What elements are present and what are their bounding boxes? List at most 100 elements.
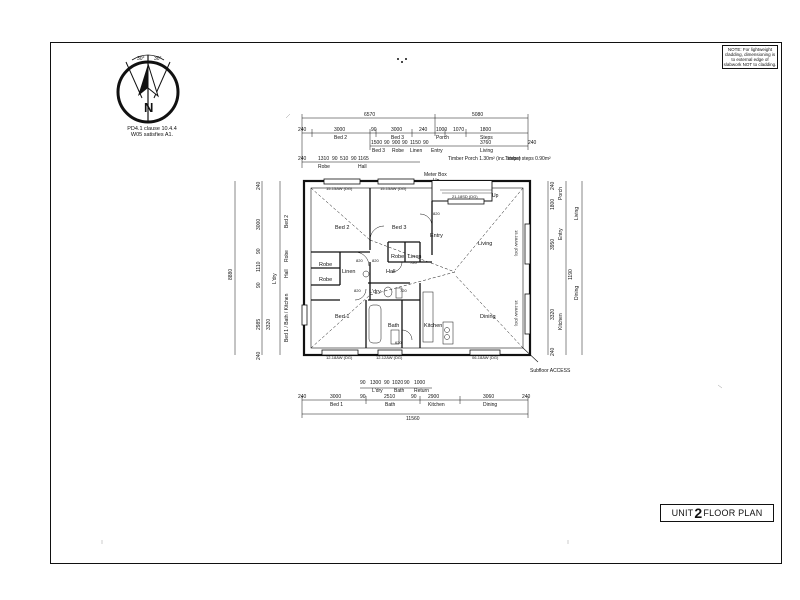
- left-label-laundry: L'dry: [272, 273, 278, 284]
- top3-dim-3: 90: [332, 156, 338, 162]
- bottom-label-bath: Bath: [394, 388, 405, 394]
- top2-label-living: Living: [480, 148, 493, 154]
- room-bed2: Bed 2: [335, 225, 349, 231]
- bottom2-dim-6: 2900: [428, 394, 439, 400]
- window-tag-5: 15-18AW (DG): [514, 300, 519, 327]
- room-bed1: Bed 1: [335, 314, 349, 320]
- door-tag-3: 720: [410, 260, 417, 265]
- top-dim-5: 240: [419, 127, 428, 133]
- interior-walls: [311, 188, 433, 348]
- up-label-2: Up: [492, 193, 499, 199]
- top-label-bed2: Bed 2: [334, 135, 347, 141]
- top2-dim-4: 90: [402, 140, 408, 146]
- left-dim-2: 3000: [256, 219, 262, 230]
- compass-north-letter: N: [144, 100, 153, 115]
- bottom2-label-kitchen: Kitchen: [428, 402, 445, 408]
- bottom2-label-bed1: Bed 1: [330, 402, 343, 408]
- right-dimensions: 240 1800 3950 1190 3320 240 Porch Entry …: [547, 181, 583, 356]
- top-label-porch: Porch: [436, 135, 449, 141]
- right-dim-3: 3950: [550, 239, 556, 250]
- bottom2-label-dining: Dining: [483, 402, 497, 408]
- right-label-kitchen: Kitchen: [558, 313, 564, 330]
- title-unit-number: 2: [694, 505, 703, 521]
- room-living: Living: [478, 241, 492, 247]
- room-bath: Bath: [388, 323, 399, 329]
- bottom-dim-5: 90: [404, 380, 410, 386]
- window-marks: [301, 178, 531, 356]
- drawing-sheet-border: [50, 42, 782, 564]
- top3-dim-2: 1310: [318, 156, 329, 162]
- top2-dim-2: 90: [384, 140, 390, 146]
- sheet-marks: [397, 58, 407, 63]
- left-dim-4: 1110: [256, 261, 262, 272]
- bottom2-dim-4: 2510: [384, 394, 395, 400]
- porch-note: Timber Porch 1.30m² (inc. steps): [448, 156, 521, 162]
- code-reference: PD4.1 clause 10.4.4 W05 satisfies A1.: [112, 126, 192, 138]
- left-label-bed2: Bed 2: [284, 215, 290, 228]
- meter-box-label: Meter Box: [424, 172, 447, 178]
- top3-dim-6: 1165: [358, 156, 369, 162]
- bottom2-dim-2: 3000: [330, 394, 341, 400]
- bottom-dimensions: 90 1300 90 1020 90 1000 L'dry Bath Retur…: [298, 380, 531, 422]
- top2-dim-5: 1150: [410, 140, 421, 146]
- room-hall: Hall: [386, 269, 395, 275]
- bottom-overall-dim: 11560: [406, 416, 420, 422]
- north-compass: 30° 30° N: [116, 54, 180, 124]
- steps-note: Timber steps 0.90m²: [505, 156, 551, 162]
- top3-label-robe: Robe: [318, 164, 330, 170]
- right-dim-5: 3320: [550, 309, 556, 320]
- code-ref-line1: PD4.1 clause 10.4.4: [127, 126, 177, 132]
- right-dim-2: 1800: [550, 199, 556, 210]
- top3-dim-4: 510: [340, 156, 349, 162]
- bottom-label-return: Return: [414, 388, 429, 394]
- top-dim-4: 3000: [391, 127, 402, 133]
- top2-dim-3: 900: [392, 140, 401, 146]
- left-dim-8: 240: [256, 351, 262, 360]
- door-tag-5: 820: [354, 288, 361, 293]
- left-dim-3: 90: [256, 248, 262, 254]
- left-overall-dim: 8880: [228, 269, 234, 280]
- title-prefix: UNIT: [671, 508, 694, 518]
- top-dim-6: 1000: [436, 127, 447, 133]
- bottom2-label-bath: Bath: [385, 402, 396, 408]
- top2-dim-6: 90: [423, 140, 429, 146]
- right-dim-6: 240: [550, 347, 556, 356]
- room-linen2: Linen: [408, 254, 421, 260]
- subfloor-access-note: Subfloor ACCESS: [530, 368, 571, 374]
- left-dim-6: 2985: [256, 319, 262, 330]
- door-tag-4: 820: [433, 211, 440, 216]
- room-laundry: L'dry: [369, 289, 381, 295]
- top2-label-linen: Linen: [410, 148, 422, 154]
- bottom-dim-4: 1020: [392, 380, 403, 386]
- window-tag-7: 12-12AW (DG): [376, 355, 403, 360]
- bottom-dim-6: 1000: [414, 380, 425, 386]
- left-label-bed1-bath-kitchen: Bed 1 / Bath / Kitchen: [284, 293, 290, 342]
- right-label-dining: Dining: [574, 286, 580, 300]
- building-outline: [302, 179, 539, 363]
- top-overall-dim-1: 6570: [364, 112, 375, 118]
- code-ref-line2: W05 satisfies A1.: [130, 132, 174, 138]
- room-linen1: Linen: [342, 269, 355, 275]
- top2-dim-8: 240: [528, 140, 537, 146]
- top2-label-entry: Entry: [431, 148, 443, 154]
- top3-dim-1: 240: [298, 156, 307, 162]
- top-dim-1: 240: [298, 127, 307, 133]
- title-suffix: FLOOR PLAN: [703, 508, 763, 518]
- right-label-living: Living: [574, 207, 580, 220]
- bottom2-dim-8: 240: [522, 394, 531, 400]
- cladding-note-text: NOTE: For lightweight cladding, dimensio…: [723, 47, 777, 67]
- bottom2-dim-3: 90: [360, 394, 366, 400]
- top-label-bed3: Bed 3: [391, 135, 404, 141]
- scan-artifacts: [101, 113, 723, 544]
- room-robe1: Robe: [319, 262, 332, 268]
- bottom-dim-1: 90: [360, 380, 366, 386]
- cladding-note: NOTE: For lightweight cladding, dimensio…: [722, 45, 778, 69]
- room-robe2: Robe: [319, 277, 332, 283]
- top-overall-dim-2: 5080: [472, 112, 483, 118]
- right-dim-1: 240: [550, 181, 556, 190]
- door-tag-6: 720: [400, 288, 407, 293]
- bottom2-dim-5: 90: [411, 394, 417, 400]
- window-tag-6: 12-18AW (DG): [326, 355, 353, 360]
- window-tag-8: 06-18AW (DG): [472, 355, 499, 360]
